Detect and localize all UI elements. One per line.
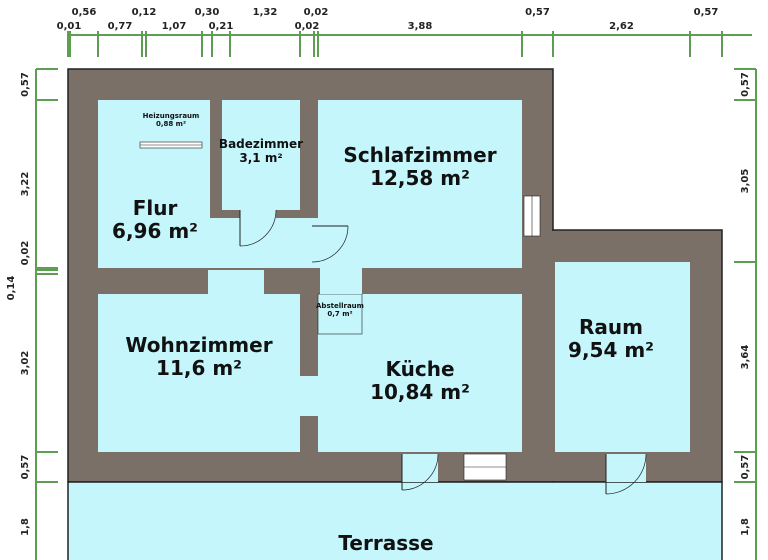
passage (300, 376, 318, 416)
left-dimension-label: 0,14 (6, 276, 17, 301)
doors-and-windows (139, 141, 647, 495)
right-dimension-label: 3,05 (740, 169, 751, 194)
room-wohnzimmer (98, 294, 300, 452)
room-area: 9,54 m² (568, 338, 654, 362)
room-area: 0,88 m² (156, 120, 186, 128)
left-dimension-label: 1,8 (20, 518, 31, 536)
top-dimension-label: 1,32 (253, 7, 278, 18)
room-name: Wohnzimmer (125, 333, 272, 357)
left-dimension-label: 3,22 (20, 172, 31, 197)
room-schlafzimmer (318, 100, 522, 268)
wall-join (540, 231, 554, 481)
passage (208, 270, 264, 294)
left-dimension-label: 0,02 (20, 241, 31, 266)
room-area: 0,7 m² (327, 310, 352, 318)
top-dimension-label: 0,02 (295, 21, 320, 32)
room-name: Raum (579, 315, 643, 339)
door-swing-icon (311, 225, 349, 263)
door-opening (240, 210, 276, 238)
left-dimension-label: 3,02 (20, 351, 31, 376)
top-dimension-label: 0,21 (209, 21, 234, 32)
room-area: 3,1 m² (239, 151, 282, 165)
top-dimension-label: 1,07 (162, 21, 187, 32)
room-name: Terrasse (338, 531, 433, 555)
top-dimension-label: 0,30 (195, 7, 220, 18)
top-dimension-label: 0,01 (57, 21, 82, 32)
door-swing-icon (401, 453, 439, 491)
top-dimension-label: 0,57 (525, 7, 550, 18)
top-dimension-label: 0,12 (132, 7, 157, 18)
left-dimension-label: 0,57 (20, 455, 31, 480)
room-abstellraum (317, 293, 363, 335)
room-name: Küche (385, 357, 454, 381)
room-heizungsraum (140, 100, 202, 146)
right-dimension-label: 3,64 (740, 345, 751, 370)
passage (320, 268, 362, 294)
top-dimension-label: 2,62 (609, 21, 634, 32)
dimension-lines: 0,01 0,56 0,77 0,12 1,07 0,30 0,21 1,32 0,02 0,02… (6, 7, 757, 560)
room-name: Badezimmer (219, 137, 303, 151)
room-terrasse (67, 481, 723, 560)
room-name: Abstellraum (316, 302, 364, 310)
room-area: 11,6 m² (156, 356, 242, 380)
top-dimension-label: 0,57 (694, 7, 719, 18)
room-name: Flur (133, 196, 178, 220)
room-name: Heizungsraum (143, 112, 200, 120)
top-dimension-label: 0,56 (72, 7, 97, 18)
room-raum (555, 262, 690, 452)
room-area: 10,84 m² (370, 380, 470, 404)
right-dimension-label: 0,57 (740, 455, 751, 480)
door-swing-icon (605, 453, 647, 495)
right-dimension-label: 1,8 (740, 518, 751, 536)
door-opening (402, 454, 438, 482)
door-opening (606, 454, 646, 482)
room-name: Schlafzimmer (343, 143, 496, 167)
left-dimension-label: 0,57 (20, 72, 31, 97)
door-swing-icon (239, 209, 277, 247)
rooms (67, 100, 723, 560)
door-opening (312, 226, 348, 266)
room-area: 12,58 m² (370, 166, 470, 190)
room-area: 6,96 m² (112, 219, 198, 243)
top-dimension-label: 3,88 (408, 21, 433, 32)
top-dimension-label: 0,02 (304, 7, 329, 18)
room-badezimmer (222, 100, 300, 210)
top-dimension-label: 0,77 (108, 21, 133, 32)
right-dimension-label: 0,57 (740, 72, 751, 97)
